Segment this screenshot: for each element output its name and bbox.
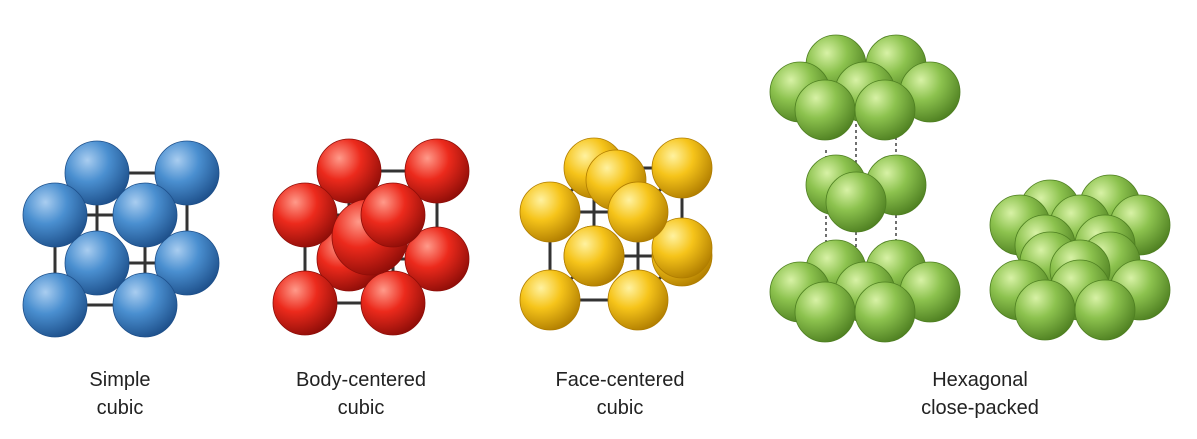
yellow-atom-sphere (519, 269, 581, 331)
hexagonal-close-packed-model (769, 34, 1171, 343)
blue-atom-sphere (112, 182, 178, 248)
yellow-atom-sphere (607, 181, 669, 243)
caption-line-2: cubic (96, 397, 144, 419)
caption-line-2: cubic (337, 397, 385, 419)
caption-hexagonal-close-packed: Hexagonal close-packed (880, 366, 1080, 422)
yellow-atom-sphere (651, 137, 713, 199)
green-atom-sphere (794, 79, 856, 141)
caption-line-2: close-packed (921, 397, 1039, 419)
green-atom-sphere (854, 281, 916, 343)
yellow-atom-sphere (651, 217, 713, 279)
green-atom-sphere (854, 79, 916, 141)
caption-line-1: Simple (89, 369, 151, 391)
simple-cubic-model (22, 140, 220, 338)
red-atom-sphere (404, 226, 470, 292)
green-atom-sphere (825, 171, 887, 233)
blue-atom-sphere (154, 140, 220, 206)
yellow-atom-sphere (607, 269, 669, 331)
green-atom-sphere (1074, 279, 1136, 341)
blue-atom-sphere (64, 140, 130, 206)
caption-line-1: Body-centered (295, 369, 427, 391)
red-atom-sphere (360, 182, 426, 248)
caption-body-centered-cubic: Body-centered cubic (266, 366, 456, 422)
blue-atom-sphere (112, 272, 178, 338)
green-atom-sphere (794, 281, 856, 343)
body-centered-cubic-model (272, 138, 470, 336)
face-centered-cubic-model (519, 137, 713, 331)
red-atom-sphere (272, 182, 338, 248)
caption-face-centered-cubic: Face-centered cubic (525, 366, 715, 422)
red-atom-sphere (404, 138, 470, 204)
blue-atom-sphere (22, 182, 88, 248)
green-atom-sphere (1014, 279, 1076, 341)
red-atom-sphere (272, 270, 338, 336)
caption-line-1: Hexagonal (932, 369, 1028, 391)
caption-simple-cubic: Simple cubic (40, 366, 200, 422)
red-atom-sphere (360, 270, 426, 336)
yellow-atom-sphere (563, 225, 625, 287)
red-atom-sphere (316, 138, 382, 204)
caption-line-1: Face-centered (555, 369, 685, 391)
blue-atom-sphere (22, 272, 88, 338)
blue-atom-sphere (64, 230, 130, 296)
caption-line-2: cubic (596, 397, 644, 419)
blue-atom-sphere (154, 230, 220, 296)
yellow-atom-sphere (519, 181, 581, 243)
